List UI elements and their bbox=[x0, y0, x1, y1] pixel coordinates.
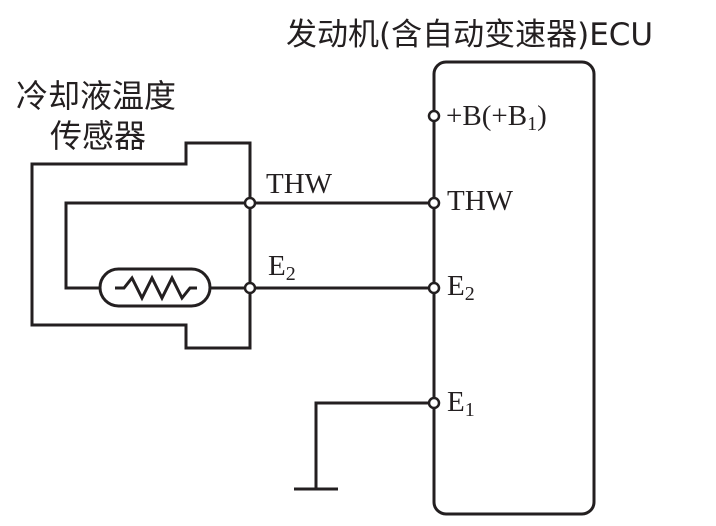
ecu-thw-terminal bbox=[427, 196, 441, 210]
ecu-b-plus-label: +B(+B1) bbox=[446, 100, 547, 135]
sensor-internal-wire bbox=[64, 201, 250, 290]
thermistor-element bbox=[98, 267, 212, 308]
ecu-e2-terminal bbox=[427, 281, 441, 295]
ecu-thw-label: THW bbox=[447, 185, 514, 217]
sensor-thw-terminal bbox=[243, 196, 257, 210]
e1-ground-wire bbox=[314, 401, 434, 488]
sensor-title-line1: 冷却液温度 bbox=[16, 77, 177, 115]
ecu-e2-label: E2 bbox=[447, 270, 475, 305]
sensor-e2-label: E2 bbox=[268, 250, 296, 285]
ecu-b-plus-terminal bbox=[427, 109, 441, 123]
sensor-thw-label: THW bbox=[266, 168, 333, 200]
ecu-title: 发动机(含自动变速器)ECU bbox=[286, 17, 654, 53]
sensor-e2-terminal bbox=[243, 281, 257, 295]
thermistor-zigzag bbox=[115, 274, 197, 302]
ecu-e1-label: E1 bbox=[447, 386, 475, 421]
sensor-housing bbox=[30, 141, 252, 350]
ecu-e1-terminal bbox=[427, 396, 441, 410]
sensor-title-line2: 传感器 bbox=[50, 117, 147, 155]
